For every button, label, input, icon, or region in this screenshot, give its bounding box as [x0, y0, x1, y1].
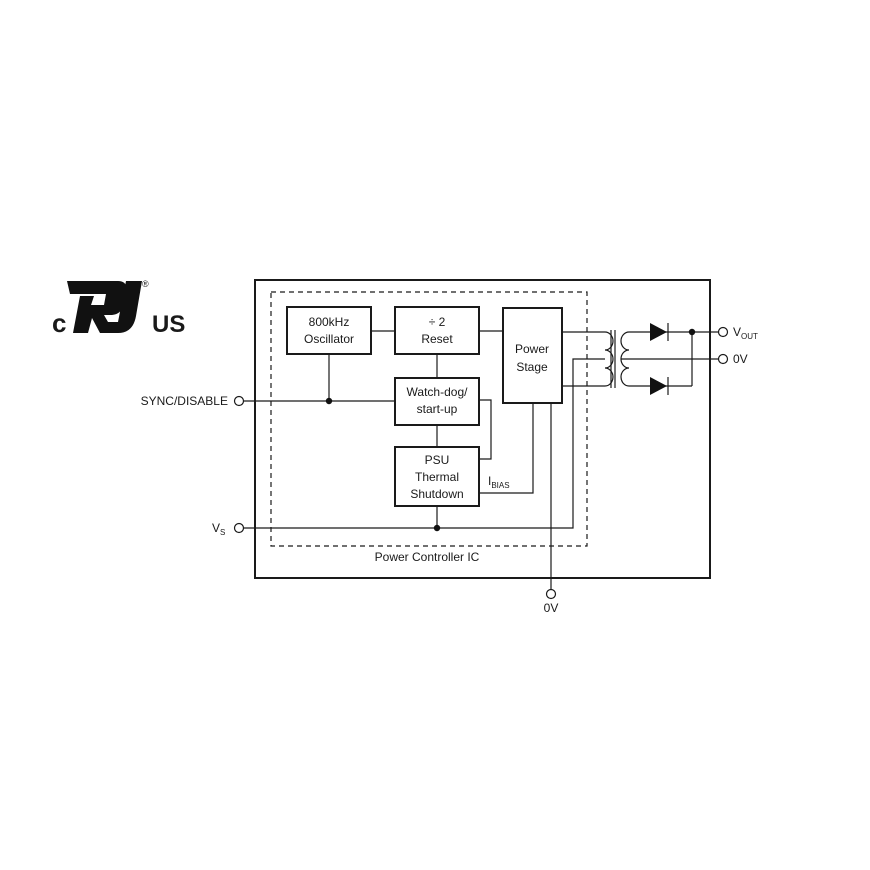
registered-mark: ®	[142, 279, 149, 289]
svg-text:Watch-dog/: Watch-dog/	[407, 385, 469, 399]
sync-terminal	[233, 395, 245, 407]
cul-us-logo: c ® US	[52, 279, 185, 338]
svg-text:Oscillator: Oscillator	[304, 332, 354, 346]
gnd-terminal	[545, 588, 557, 600]
diode-icon	[650, 323, 669, 341]
junction-dot	[325, 397, 333, 405]
out-0v-label: 0V	[733, 352, 748, 366]
svg-text:Thermal: Thermal	[415, 470, 459, 484]
svg-text:Power: Power	[515, 342, 549, 356]
vs-label: VS	[212, 521, 225, 537]
ic-outline	[270, 291, 588, 547]
svg-text:800kHz: 800kHz	[309, 315, 350, 329]
svg-text:PSU: PSU	[425, 453, 450, 467]
diode-icon	[650, 377, 669, 395]
sync-label: SYNC/DISABLE	[141, 394, 228, 408]
svg-text:Stage: Stage	[516, 360, 548, 374]
ul-mark-icon	[67, 281, 142, 333]
logo-c: c	[52, 308, 66, 338]
svg-text:Reset: Reset	[421, 332, 453, 346]
junction-dot	[688, 328, 696, 336]
ibias-label: IBIAS	[488, 474, 510, 490]
junction-dot	[433, 524, 441, 532]
vs-terminal	[233, 522, 245, 534]
wires	[244, 330, 718, 589]
vout-label: VOUT	[733, 325, 758, 341]
primary-coil	[604, 331, 614, 387]
svg-text:÷ 2: ÷ 2	[429, 315, 446, 329]
psu-thermal-block: PSU Thermal Shutdown	[394, 446, 480, 507]
out-0v-terminal	[717, 353, 729, 365]
vout-terminal	[717, 326, 729, 338]
reset-block: ÷ 2 Reset	[394, 306, 480, 355]
oscillator-block: 800kHz Oscillator	[286, 306, 372, 355]
logo-us: US	[152, 311, 185, 338]
gnd-0v-label: 0V	[544, 601, 559, 615]
svg-text:Shutdown: Shutdown	[410, 487, 463, 501]
svg-text:start-up: start-up	[417, 402, 458, 416]
watchdog-block: Watch-dog/ start-up	[394, 377, 480, 426]
power-stage-block: Power Stage	[502, 307, 563, 404]
ic-label: Power Controller IC	[375, 550, 480, 564]
